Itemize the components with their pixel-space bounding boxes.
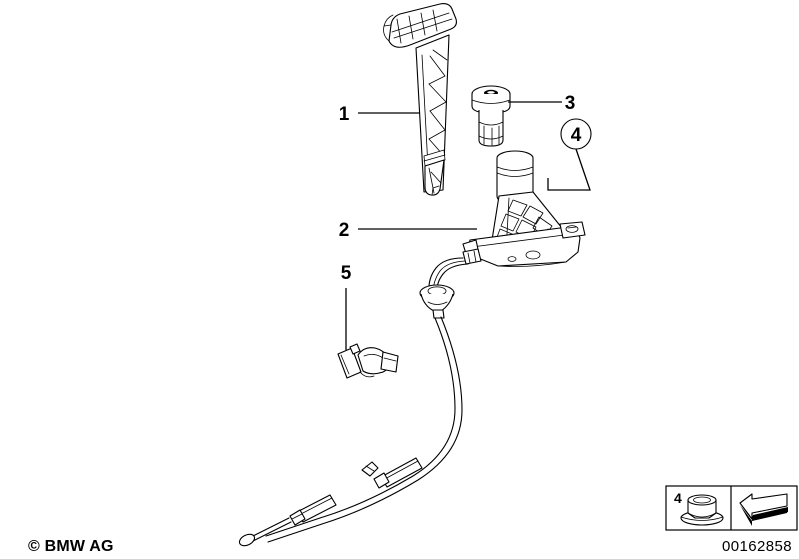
diagram-id: 00162858: [722, 538, 792, 555]
legend-box: 4: [665, 485, 798, 531]
copyright-text: © BMW AG: [28, 538, 114, 555]
part-release-button-cap[interactable]: [471, 85, 511, 147]
callout-number-5[interactable]: 5: [341, 263, 352, 284]
part-cable-retaining-clip[interactable]: [337, 343, 399, 379]
part-lever-bracket-housing[interactable]: [462, 150, 586, 267]
part-brake-cable-assembly[interactable]: [238, 257, 469, 548]
part-handbrake-lever[interactable]: [383, 3, 457, 196]
leader-line-4: [547, 148, 591, 191]
legend-number-4: 4: [674, 490, 682, 506]
block-arrow-icon: [739, 493, 788, 526]
callout-number-1[interactable]: 1: [339, 104, 350, 125]
callout-leader-lines: [345, 101, 591, 350]
callout-number-2[interactable]: 2: [339, 220, 350, 241]
callout-number-4[interactable]: 4: [571, 125, 582, 146]
callout-number-3[interactable]: 3: [565, 93, 576, 114]
copyright-notice: © BMW AG: [28, 538, 114, 555]
hex-flange-nut-icon: [680, 494, 724, 526]
callout-4-circle: [560, 118, 592, 150]
